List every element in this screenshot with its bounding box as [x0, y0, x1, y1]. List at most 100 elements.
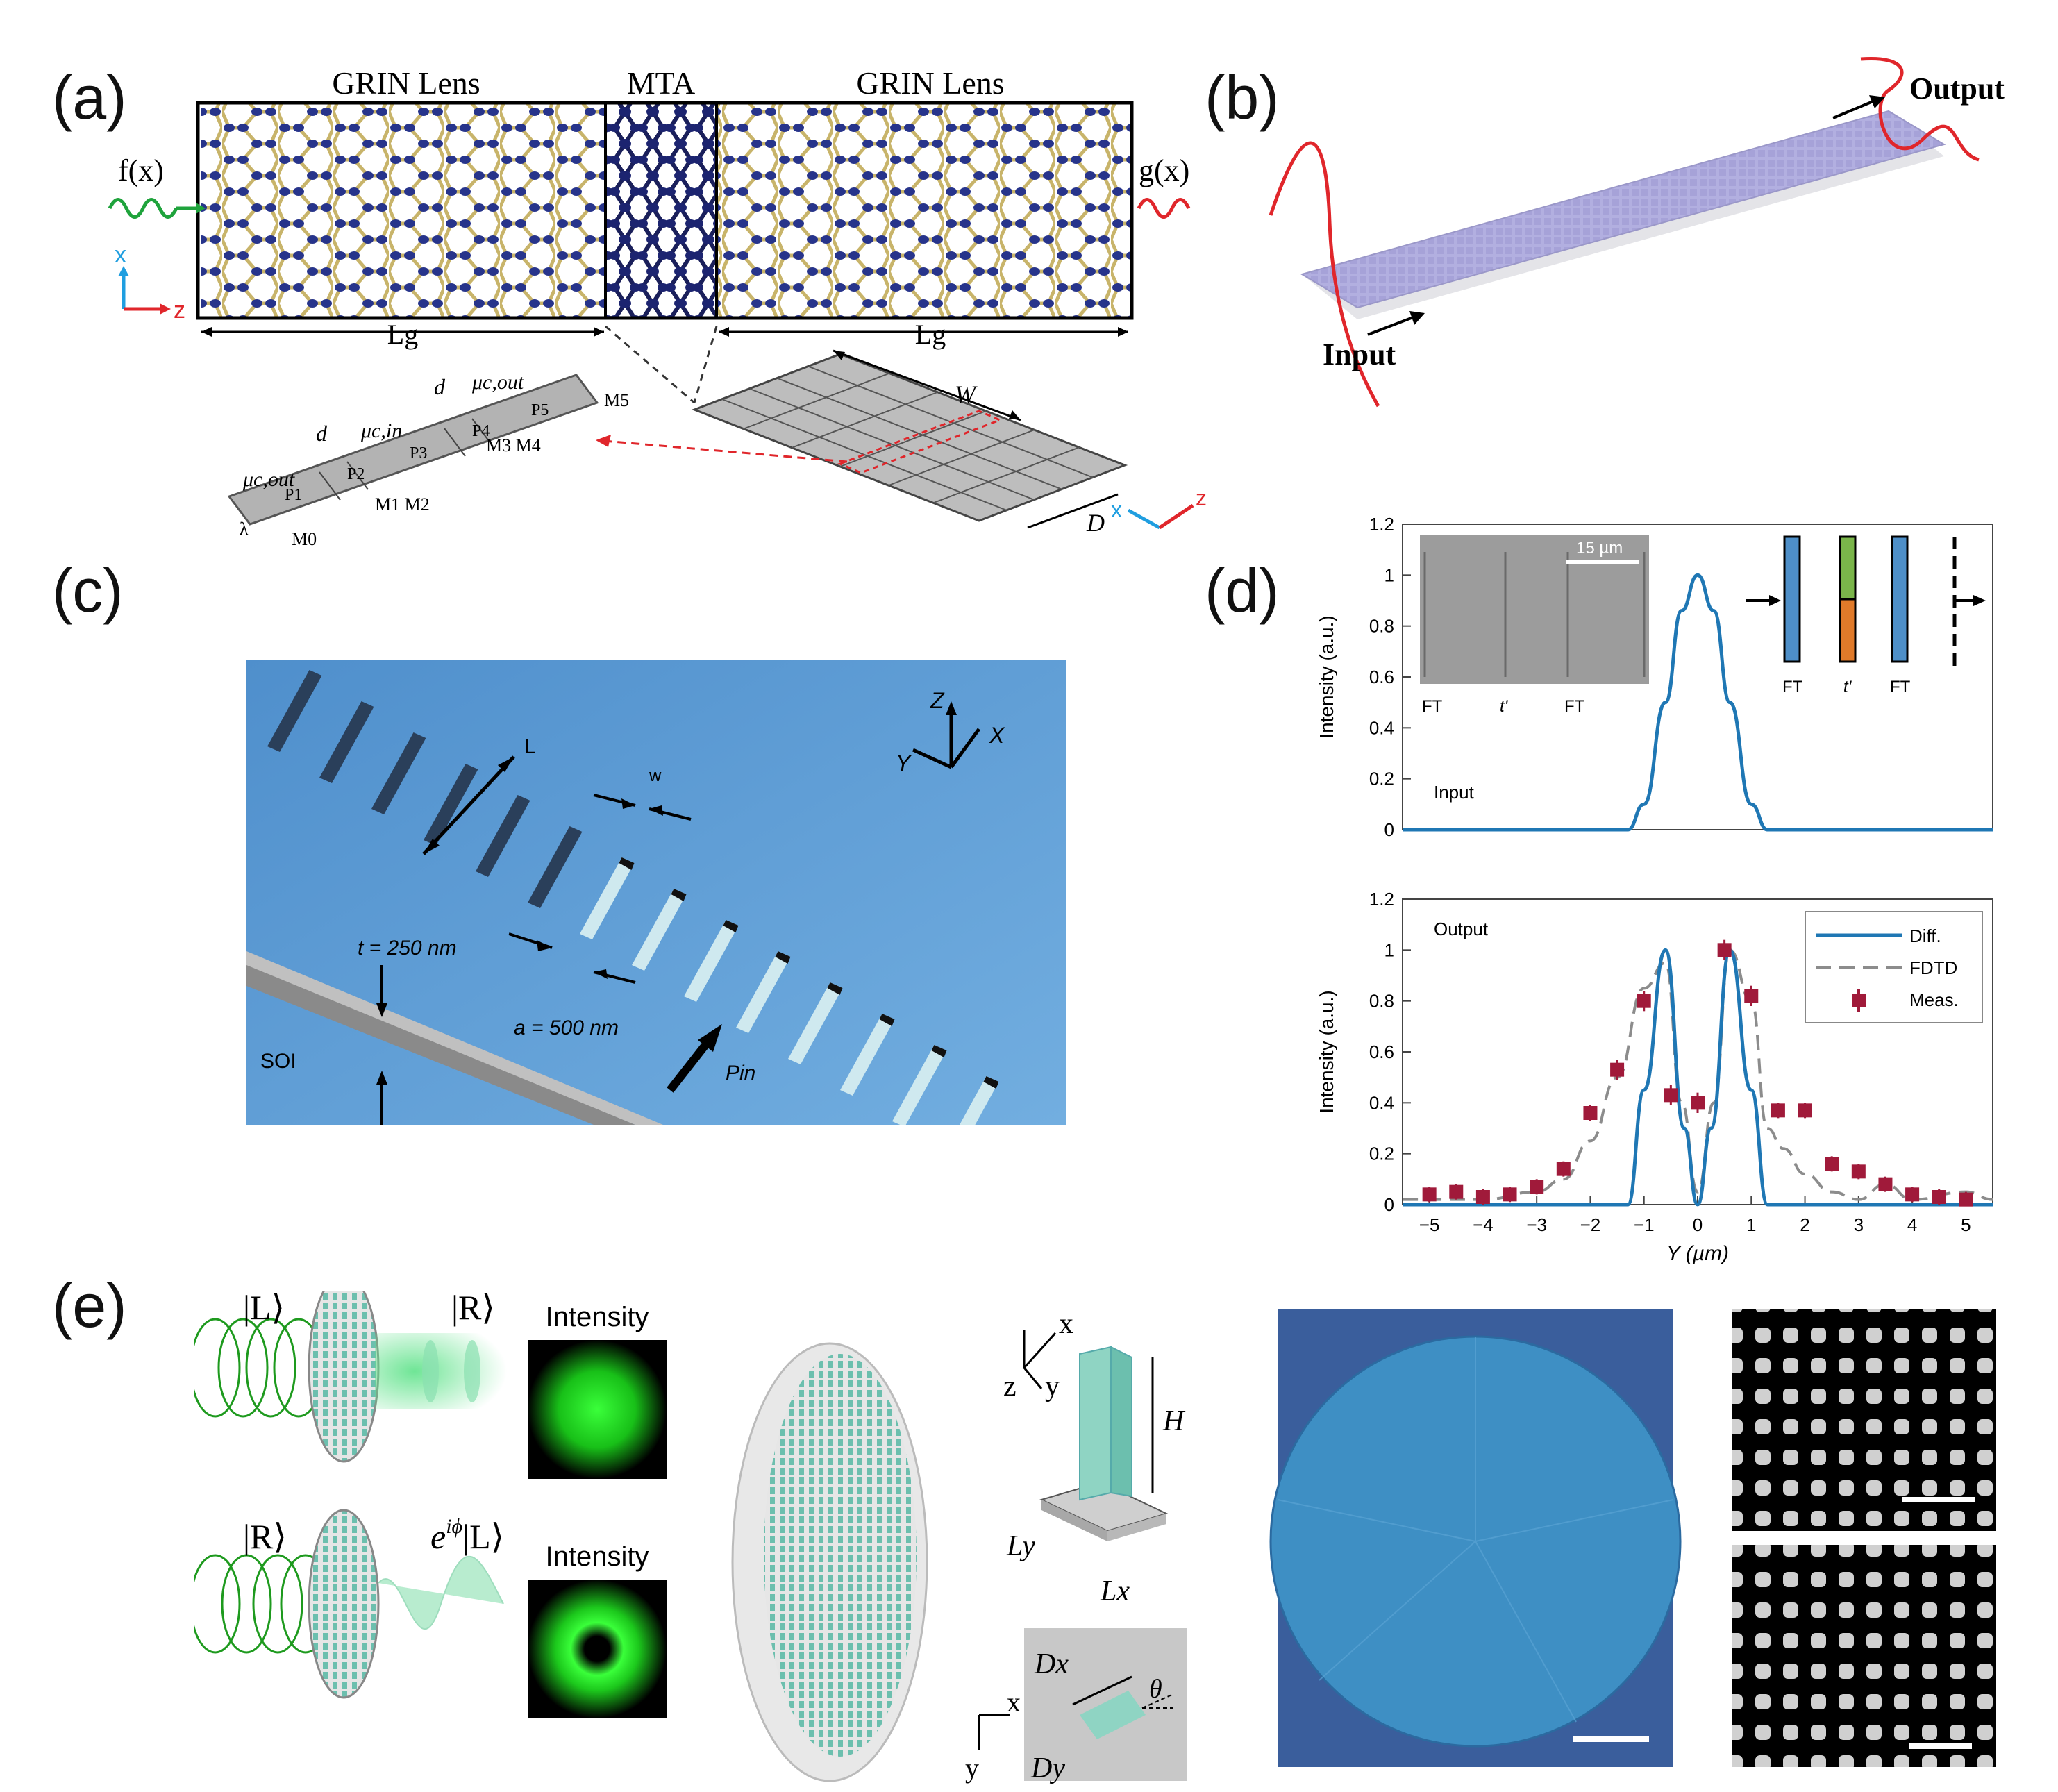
slot-tip	[931, 1045, 947, 1057]
meas-point	[1851, 1164, 1866, 1179]
slot	[736, 951, 791, 1033]
strip-d-right: d	[434, 374, 446, 399]
intensity-donut	[528, 1580, 667, 1718]
sem-inset	[1420, 535, 1649, 684]
theta-label: θ	[1149, 1675, 1162, 1704]
slot-array	[267, 670, 999, 1125]
panel-c: L w a = 500 nm t = 250 nm SOI Pin Z X Y	[246, 660, 1066, 1125]
slot	[892, 1045, 947, 1125]
output-curve	[1860, 56, 1980, 162]
meas-point	[1878, 1177, 1893, 1191]
thickness-label: t = 250 nm	[358, 937, 457, 960]
soi-label: SOI	[260, 1050, 296, 1073]
xtick-label: 1	[1746, 1214, 1756, 1235]
m0-label: M0	[292, 529, 317, 549]
vortex-beam	[378, 1555, 504, 1630]
slot-tip	[775, 951, 791, 964]
dy-label: Dy	[1030, 1752, 1065, 1784]
ytick-label: 1	[1384, 564, 1394, 585]
sem-label-ft1: FT	[1422, 697, 1443, 716]
sem-label-t: t'	[1500, 697, 1509, 716]
output-plot-ylabel: Intensity (a.u.)	[1316, 990, 1337, 1113]
strip-p3: P3	[410, 444, 427, 462]
fdtd-curve	[1403, 948, 1993, 1201]
grin-lens-right-label: GRIN Lens	[856, 65, 1004, 101]
diff-curve	[1402, 948, 1993, 1207]
meas-point	[1825, 1157, 1839, 1171]
topview-axis-y: y	[965, 1752, 979, 1784]
xtick-label: −3	[1526, 1214, 1547, 1235]
panel-label-c: (c)	[52, 556, 124, 625]
axis-z-label: z	[174, 297, 185, 324]
schem-t	[1839, 598, 1857, 663]
bottom-input-state: |R⟩	[243, 1517, 287, 1556]
ytick-label: 1.2	[1369, 889, 1394, 910]
meas-point	[1422, 1187, 1437, 1202]
grin-lens-left-label: GRIN Lens	[332, 65, 480, 101]
schem-label-ft2: FT	[1890, 678, 1911, 696]
ytick-label: 0.2	[1369, 769, 1394, 789]
slot	[424, 764, 478, 846]
meas-point	[1449, 1184, 1464, 1199]
slot-tip	[879, 1014, 895, 1026]
slot-width-label: w	[649, 767, 662, 785]
slot	[960, 1076, 999, 1125]
slot-length-label: L	[524, 735, 536, 758]
xtick-label: 0	[1693, 1214, 1703, 1235]
strip-p4: P4	[472, 422, 490, 440]
sem-label-ft2: FT	[1564, 697, 1585, 716]
xtick-label: 5	[1961, 1214, 1971, 1235]
meas-point	[1475, 1190, 1490, 1204]
slot	[528, 826, 583, 908]
input-label: Input	[1323, 337, 1396, 371]
schem-label-t: t'	[1843, 678, 1852, 696]
nanofin	[1079, 1346, 1112, 1501]
unitcell-axis-z: z	[1003, 1371, 1017, 1402]
slot	[840, 1014, 895, 1096]
xtick-label: −5	[1419, 1214, 1440, 1235]
meas-point	[1583, 1106, 1598, 1120]
m5-label: M5	[604, 390, 629, 410]
panel-label-b: (b)	[1205, 63, 1280, 132]
m3m4-label: M3 M4	[486, 435, 541, 455]
slot-tip	[671, 889, 687, 901]
output-label: Output	[1909, 72, 2005, 106]
mu-out-right-label: μc,out	[471, 371, 524, 394]
strip-p2: P2	[347, 465, 365, 483]
slot	[580, 857, 635, 939]
soi-surface	[246, 660, 1066, 1125]
height-label: H	[1162, 1405, 1186, 1437]
panel-e: |L⟩ |R⟩ Intensity |R⟩ eiϕ|L⟩ Intensity x…	[194, 1291, 1996, 1784]
grin-lens-right	[717, 103, 1130, 318]
meas-point	[1932, 1190, 1946, 1204]
mu-out-left-label: μc,out	[242, 468, 295, 491]
lambda-label: λ	[240, 519, 249, 539]
grin-lens-left	[201, 103, 605, 318]
meas-point	[1744, 989, 1759, 1003]
intensity-spot	[528, 1340, 667, 1479]
axis-y-label-c: Y	[896, 751, 912, 776]
xtick-label: 3	[1854, 1214, 1864, 1235]
output-annotation: Output	[1434, 919, 1489, 939]
meas-point	[1798, 1103, 1812, 1118]
strip-d-left: d	[316, 421, 328, 446]
meas-points	[1422, 939, 1973, 1207]
legend-fdtd: FDTD	[1909, 957, 1957, 978]
input-wave	[108, 198, 178, 219]
metasurface-plate	[691, 353, 1128, 522]
device-strip	[227, 374, 599, 526]
period-label: a = 500 nm	[514, 1016, 619, 1039]
sem-image-bottom	[1732, 1545, 1996, 1767]
metasurface-disk-top	[308, 1291, 380, 1463]
schem-ft2	[1891, 535, 1909, 663]
strip-p5: P5	[531, 401, 549, 419]
lg-right-label: Lg	[915, 319, 946, 350]
ytick-label: 1	[1384, 939, 1394, 960]
lx-label: Lx	[1100, 1575, 1130, 1607]
input-plot-yticks: 00.20.40.60.811.2	[1369, 514, 1411, 840]
panel-label-a: (a)	[52, 63, 127, 132]
unitcell-axis-y: y	[1045, 1371, 1060, 1402]
strip-p1: P1	[285, 486, 302, 504]
meas-point	[1771, 1103, 1785, 1118]
ly-label: Ly	[1006, 1530, 1035, 1562]
